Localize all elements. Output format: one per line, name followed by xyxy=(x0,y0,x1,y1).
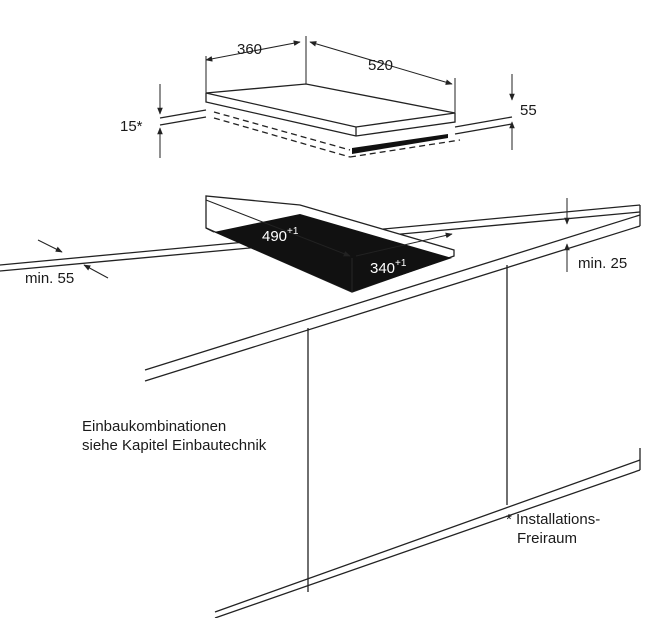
label-min-back: min. 25 xyxy=(578,255,627,272)
note-installation-line1: * Installations- xyxy=(506,511,601,528)
label-cutout-width-base: 490 xyxy=(262,228,287,245)
note-combinations-line1: Einbaukombinationen xyxy=(82,418,227,435)
dimension-15: 15* xyxy=(120,84,163,158)
label-hob-depth: 520 xyxy=(368,57,393,74)
label-hob-height: 55 xyxy=(520,102,537,119)
dimension-360: 360 xyxy=(205,36,307,93)
label-cutout-width-tol: +1 xyxy=(287,226,299,237)
dimension-520: 520 xyxy=(309,41,456,113)
label-min-front: min. 55 xyxy=(25,270,74,287)
dimension-490: 490+1 xyxy=(205,199,351,257)
dimension-55: 55 xyxy=(509,74,537,150)
hob-unit xyxy=(159,83,513,158)
label-cutout-width: 490+1 xyxy=(262,226,299,245)
cutout xyxy=(205,195,455,293)
label-cutout-depth: 340+1 xyxy=(370,258,407,277)
label-cutout-depth-tol: +1 xyxy=(395,258,407,269)
note-combinations: Einbaukombinationen siehe Kapitel Einbau… xyxy=(82,417,266,455)
note-installation-line2: Freiraum xyxy=(517,530,578,547)
dimension-min-25: min. 25 xyxy=(564,198,627,272)
dimension-min-55: min. 55 xyxy=(25,239,109,287)
label-cutout-depth-base: 340 xyxy=(370,260,395,277)
label-recess: 15* xyxy=(120,118,143,135)
note-combinations-line2: siehe Kapitel Einbautechnik xyxy=(82,437,267,454)
cabinet xyxy=(214,265,641,618)
note-installation-space: * Installations- Freiraum xyxy=(506,510,600,548)
label-hob-width: 360 xyxy=(237,41,262,58)
dimension-340: 340+1 xyxy=(355,232,453,277)
